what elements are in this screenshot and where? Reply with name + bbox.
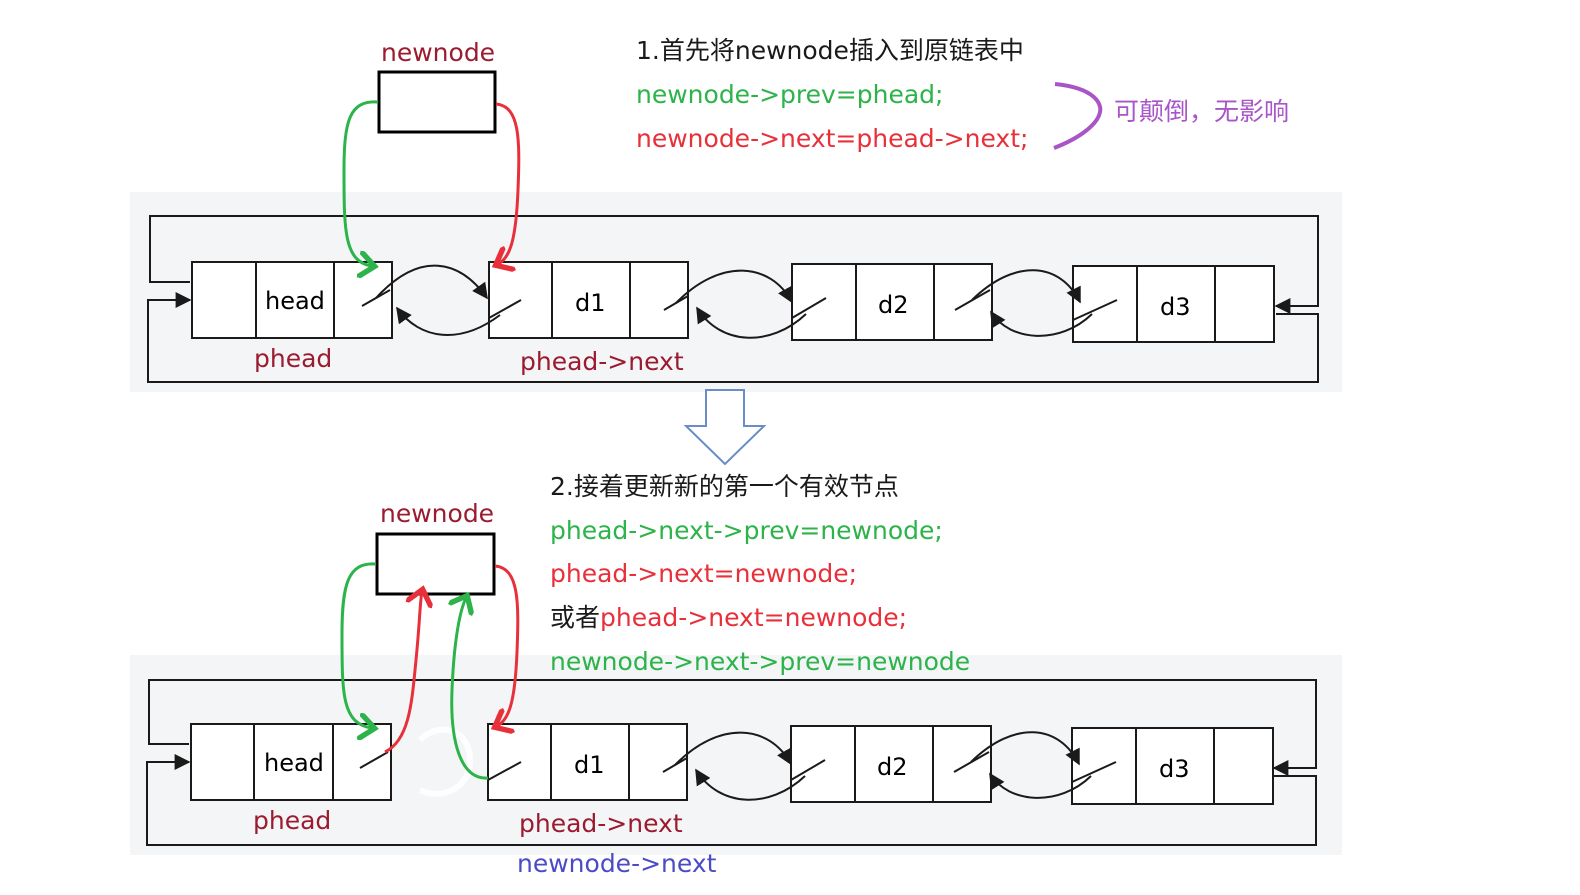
bottom-phead-next-label: phead->next: [519, 809, 683, 838]
bottom-red-arrow-right: [495, 564, 520, 726]
top-phead-label: phead: [254, 344, 333, 373]
top-phead-next-label: phead->next: [520, 347, 684, 376]
bottom-node-d2-label: d2: [877, 753, 908, 781]
purple-brace: [1053, 82, 1103, 150]
bottom-node-d2: [790, 725, 992, 803]
bottom-green-arrow-left: [340, 562, 376, 728]
top-newnode-label: newnode: [381, 38, 496, 67]
bottom-red-arrow-up: [384, 592, 422, 754]
top-code-line-1: newnode->prev=phead;: [636, 80, 944, 109]
bottom-newnode-label: newnode: [380, 499, 495, 528]
top-node-d1-label: d1: [575, 289, 606, 317]
top-node-d1: [488, 261, 689, 339]
top-wrap-links: [147, 215, 1319, 383]
bottom-alt-line-1: 或者phead->next=newnode;: [550, 605, 907, 630]
bottom-node-d1: [487, 723, 688, 801]
bottom-phead-label: phead: [253, 806, 332, 835]
top-newnode-box: [377, 70, 497, 134]
bottom-step-title: 2.接着更新新的第一个有效节点: [550, 472, 899, 501]
bottom-code-line-2: phead->next=newnode;: [550, 559, 858, 588]
bottom-links: [359, 731, 1117, 801]
bottom-node-head-label: head: [264, 749, 324, 777]
top-node-d2: [791, 263, 993, 341]
alt-code-1: phead->next=newnode;: [600, 603, 908, 632]
bottom-newnode-box: [375, 532, 496, 596]
brace-note: 可颠倒，无影响: [1114, 97, 1290, 126]
down-arrow-icon: [683, 389, 767, 466]
bottom-wrap-links: [146, 679, 1317, 846]
alt-prefix: 或者: [550, 603, 601, 632]
top-green-arrow: [342, 100, 378, 266]
bottom-node-d3-label: d3: [1159, 755, 1190, 783]
bottom-nodes: [190, 723, 1274, 805]
bottom-newnode-next-label: newnode->next: [517, 849, 717, 878]
top-code-line-2: newnode->next=phead->next;: [636, 124, 1029, 153]
bottom-code-line-1: phead->next->prev=newnode;: [550, 516, 943, 545]
bottom-alt-line-2: newnode->next->prev=newnode: [550, 647, 971, 676]
top-red-arrow: [496, 102, 521, 264]
bottom-green-arrow-up: [452, 598, 489, 780]
bottom-node-d1-label: d1: [574, 751, 605, 779]
top-links: [361, 264, 1118, 339]
top-node-d3-label: d3: [1160, 293, 1191, 321]
top-node-head-label: head: [265, 287, 325, 315]
top-node-d2-label: d2: [878, 291, 909, 319]
erased-link-ghost: [417, 726, 474, 797]
top-step-title: 1.首先将newnode插入到原链表中: [636, 36, 1024, 65]
